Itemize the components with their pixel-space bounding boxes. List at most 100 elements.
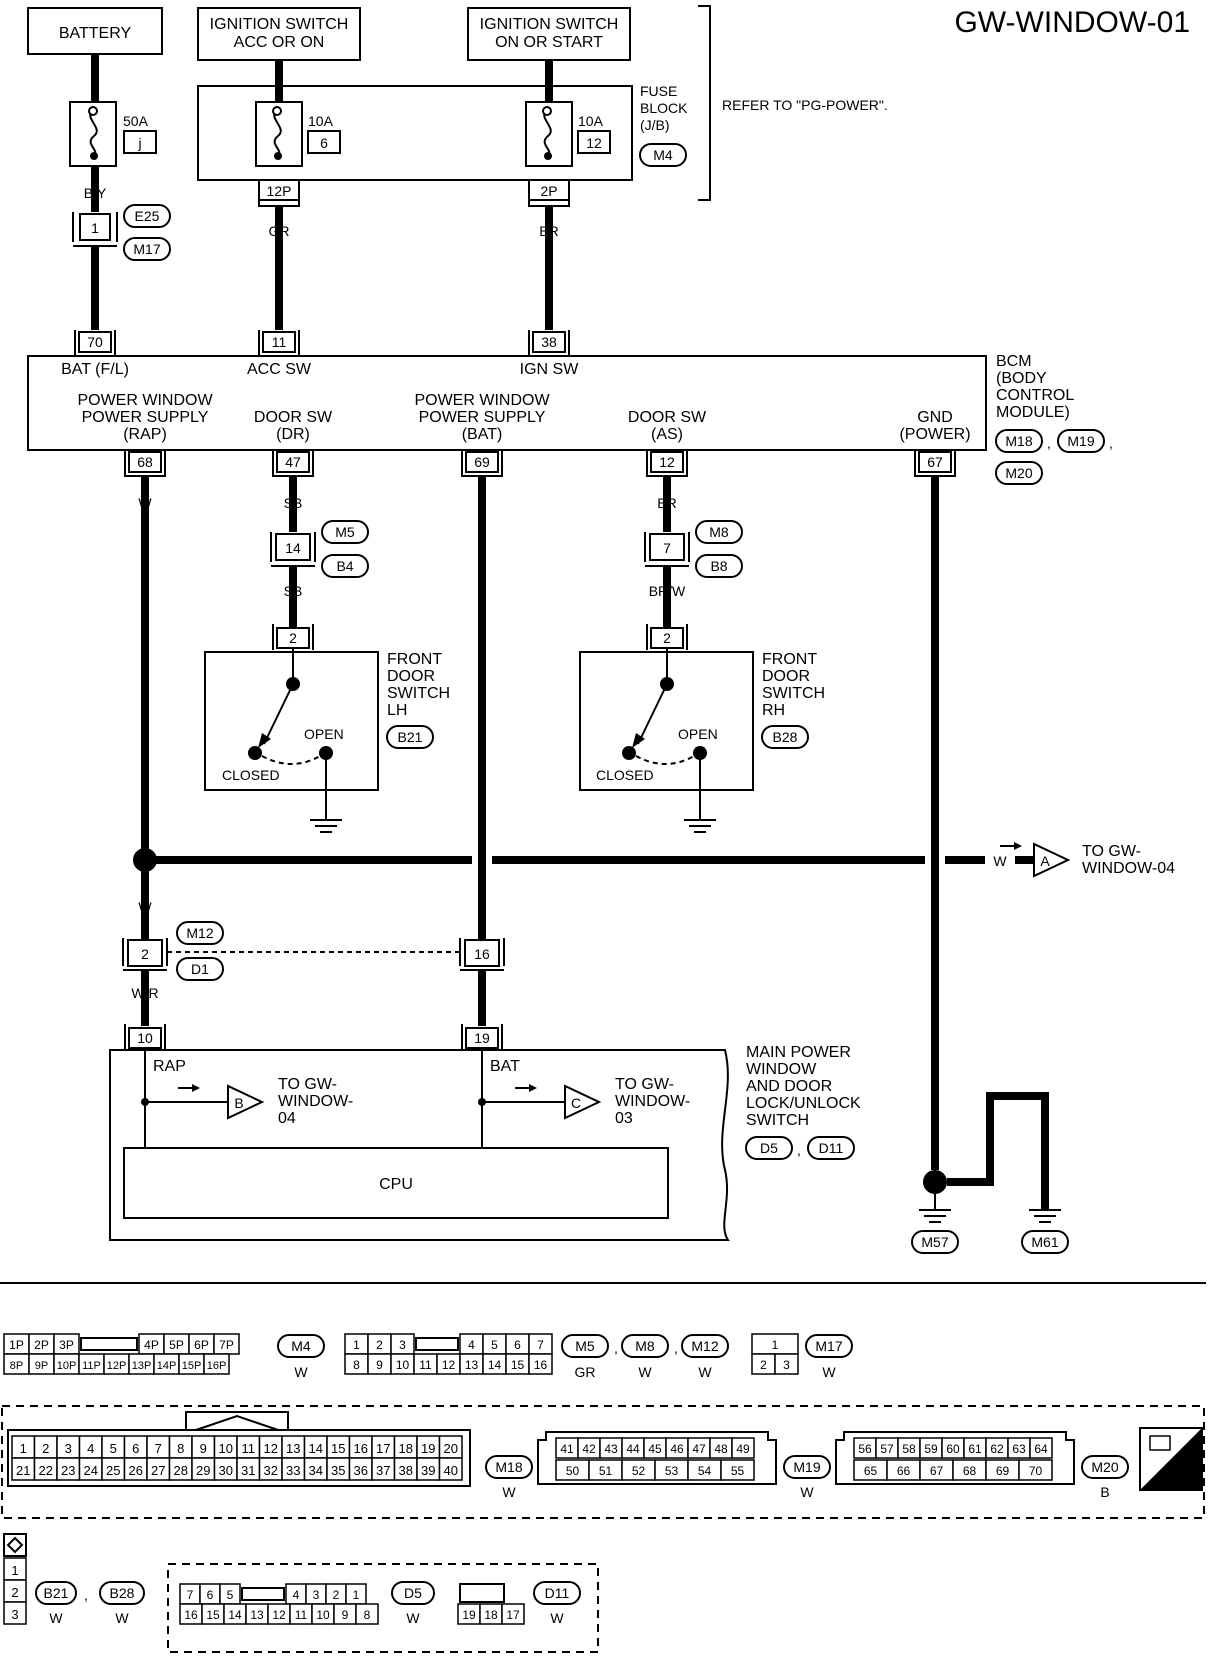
bcm-pin-67: 67 <box>927 454 943 470</box>
d5-pin-9: 9 <box>342 1608 349 1622</box>
d5-pin-10: 10 <box>316 1608 330 1622</box>
m18-pin-21: 21 <box>16 1463 30 1478</box>
bcm-door-as-2: (AS) <box>651 426 683 443</box>
conn-face-m12-color: W <box>698 1364 712 1380</box>
conn-b8: B8 <box>710 558 727 574</box>
m4-pin-7P: 7P <box>219 1338 234 1352</box>
m5-pin-3: 3 <box>399 1338 406 1352</box>
bcm-name-2: (BODY <box>996 370 1047 387</box>
fuse-block-label-1: FUSE <box>640 83 677 99</box>
mpw-name-5: SWITCH <box>746 1112 809 1129</box>
m20-pin-57: 57 <box>880 1442 894 1456</box>
conn-face-m5-color: GR <box>575 1364 596 1380</box>
m20-pin-64-cell <box>1029 1437 1053 1459</box>
m5-pin-8: 8 <box>353 1358 360 1372</box>
d5-pin-1: 1 <box>353 1588 360 1602</box>
m5-pin-4: 4 <box>468 1338 475 1352</box>
mpw-name-3: AND DOOR <box>746 1078 832 1095</box>
d5-pin-8-cell <box>355 1603 379 1625</box>
m18-pin-20: 20 <box>444 1441 458 1456</box>
m19-pin-43: 43 <box>604 1442 618 1456</box>
joint-m12-d1: 2 16 M12 D1 <box>122 921 505 981</box>
mpw-to-b-1: TO GW- <box>278 1076 337 1093</box>
fuse-10a-acc-id: 6 <box>320 135 328 151</box>
bcm-comma-1: , <box>1047 435 1051 451</box>
bcm-pin-11: 11 <box>272 334 287 350</box>
door-rh-label-4: RH <box>762 702 785 719</box>
conn-face-b21-id: B21 <box>44 1585 69 1601</box>
d5-pin-4: 4 <box>293 1588 300 1602</box>
m18-pin-8: 8 <box>177 1441 184 1456</box>
conn-m17: M17 <box>133 241 160 257</box>
wire-w-r: W/R <box>131 985 158 1001</box>
mpw-comma: , <box>797 1142 801 1158</box>
conn-m12: M12 <box>186 925 213 941</box>
battery-label: BATTERY <box>59 25 132 42</box>
fuse-10a-acc-amp: 10A <box>308 113 334 129</box>
diagram-title: GW-WINDOW-01 <box>954 6 1190 39</box>
conn-face-m19-color: W <box>800 1484 814 1500</box>
m19-shell <box>537 1431 777 1485</box>
m18-pin-18: 18 <box>399 1441 413 1456</box>
bcm-pw-rap-2: POWER SUPPLY <box>82 409 209 426</box>
d5-pin-6: 6 <box>207 1588 214 1602</box>
bcm-pin-47: 47 <box>285 454 301 470</box>
pin-2p: 2P <box>528 179 570 207</box>
m19-pin-42: 42 <box>582 1442 596 1456</box>
m20-pin-65: 65 <box>864 1464 878 1478</box>
mpw-rap: RAP <box>153 1058 186 1075</box>
m20-pin-70-cell <box>1018 1459 1053 1481</box>
d5-pin-3: 3 <box>313 1588 320 1602</box>
m5-pin-11: 11 <box>419 1358 432 1372</box>
fuse-10a-ign-id: 12 <box>586 135 602 151</box>
m20-pin-59: 59 <box>924 1442 938 1456</box>
wire-l: L <box>91 263 99 279</box>
conn-m8: M8 <box>709 524 729 540</box>
bcm-module: 70 11 38 BAT (F/L) ACC SW IGN SW POWER W… <box>27 330 1113 485</box>
m19-pin-51: 51 <box>599 1464 613 1478</box>
m18-pin-34: 34 <box>309 1463 323 1478</box>
m5-pin-16: 16 <box>534 1358 548 1372</box>
m4-pin-3P: 3P <box>59 1338 74 1352</box>
conn-m5: M5 <box>335 524 355 540</box>
wire-br-top: BR <box>539 223 558 239</box>
m19-pin-53: 53 <box>665 1464 679 1478</box>
m20-pin-63: 63 <box>1012 1442 1026 1456</box>
m18-pin-30: 30 <box>219 1463 233 1478</box>
conn-face-m17-color: W <box>822 1364 836 1380</box>
to-gw04-letter: A <box>1040 853 1050 869</box>
ign-on-label-2: ON OR START <box>495 34 603 51</box>
m18-pin-36: 36 <box>354 1463 368 1478</box>
bcm-comma-2: , <box>1109 435 1113 451</box>
bcm-conn-m19: M19 <box>1067 433 1094 449</box>
m18-pin-25: 25 <box>106 1463 120 1478</box>
m18-pin-32: 32 <box>264 1463 278 1478</box>
m4-pin-1P: 1P <box>9 1338 24 1352</box>
door-lh-label-4: LH <box>387 702 407 719</box>
m5-pin-13: 13 <box>465 1358 479 1372</box>
m20-pin-56: 56 <box>858 1442 872 1456</box>
wire-p-3: P <box>477 985 486 1001</box>
m18-pin-4: 4 <box>87 1441 94 1456</box>
door-rh-pin: 2 <box>663 630 671 646</box>
front-door-switch-rh: 2 OPEN CLOSED FRONT DOOR SWITCH RH B28 <box>579 624 825 833</box>
conn-face-m4-id: M4 <box>291 1338 311 1354</box>
joint-m12-pin-a: 2 <box>141 946 149 962</box>
conn-face-d11-id: D11 <box>545 1585 570 1601</box>
m4-pin-14P: 14P <box>157 1360 177 1372</box>
m18-pin-40-cell <box>438 1457 463 1481</box>
wire-b-3: B <box>985 1133 994 1149</box>
m4-pin-2P: 2P <box>34 1338 49 1352</box>
wire-w-1: W <box>138 495 152 511</box>
conn-face-m17-id: M17 <box>815 1338 842 1354</box>
m17-pin-3: 3 <box>783 1358 790 1372</box>
wire-br-2: BR <box>657 495 676 511</box>
wire-w-out: W <box>993 853 1007 869</box>
mpw-arrow-c: C <box>571 1095 581 1111</box>
m18-pin-38: 38 <box>399 1463 413 1478</box>
m19-pin-45: 45 <box>648 1442 662 1456</box>
m5-pin-2: 2 <box>376 1338 383 1352</box>
door-rh-label-2: DOOR <box>762 668 810 685</box>
